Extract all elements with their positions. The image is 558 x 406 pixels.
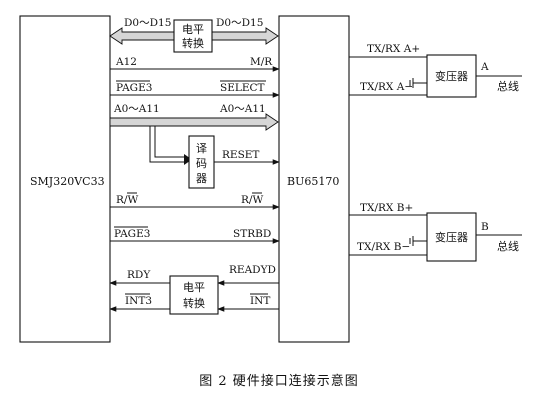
- decoder-char-3: 器: [196, 172, 207, 185]
- txrx-b-neg-label: TX/RX B−: [357, 241, 410, 253]
- data-bus-right-label: D0～D15: [216, 17, 263, 29]
- dsp-chip-label: SMJ320VC33: [30, 175, 105, 188]
- page3-b-label: PAGE3: [114, 228, 150, 240]
- page3-label: PAGE3: [116, 82, 152, 94]
- level-shift-top-line2: 转换: [182, 36, 204, 50]
- rw-right-label: R/W: [241, 194, 263, 206]
- transformer-a-label: 变压器: [435, 69, 468, 83]
- bus-controller-chip: [278, 15, 350, 343]
- rw-left-label: R/W: [116, 194, 138, 206]
- mr-label: M/R: [250, 56, 273, 68]
- level-shift-top-line1: 电平: [182, 23, 204, 36]
- txrx-b-pos-label: TX/RX B+: [360, 202, 413, 214]
- data-bus-left-label: D0～D15: [124, 17, 171, 29]
- address-bus-left-label: A0～A11: [113, 103, 160, 115]
- select-label: SELECT: [220, 82, 265, 94]
- decoder-branch-outer: [149, 126, 184, 163]
- bus-controller-chip-label: BU65170: [287, 175, 339, 188]
- a12-label: A12: [115, 56, 137, 68]
- strbd-label: STRBD: [233, 228, 271, 240]
- decoder-char-2: 码: [196, 157, 207, 170]
- address-bus-arrow: [109, 113, 279, 131]
- level-shift-top-box: [173, 19, 213, 53]
- level-shift-bottom-line1: 电平: [183, 281, 205, 294]
- bus-b-label: 总线: [497, 239, 519, 253]
- port-b-label: B: [481, 221, 489, 233]
- int-label: INT: [250, 295, 270, 307]
- transformer-b-box: [426, 212, 477, 262]
- figure-caption: 图 2 硬件接口连接示意图: [199, 373, 359, 389]
- reset-label: RESET: [222, 149, 259, 161]
- dsp-chip: [19, 15, 111, 343]
- transformer-b-label: 变压器: [435, 230, 468, 244]
- port-a-label: A: [480, 61, 489, 73]
- decoder-branch-inner: [154, 126, 184, 158]
- txrx-a-pos-label: TX/RX A+: [367, 43, 420, 55]
- decoder-char-1: 译: [196, 142, 207, 155]
- int3-label: INT3: [125, 295, 152, 307]
- txrx-a-neg-label: TX/RX A−: [360, 81, 413, 93]
- level-shift-bottom-box: [169, 275, 219, 315]
- rdy-label: RDY: [127, 269, 151, 281]
- bus-a-label: 总线: [497, 79, 519, 93]
- level-shift-bottom-line2: 转换: [183, 296, 205, 310]
- readyd-label: READYD: [229, 264, 276, 276]
- decoder-box: [188, 135, 215, 189]
- decoder-branch-arrowhead: [184, 154, 192, 165]
- address-bus-right-label: A0～A11: [219, 103, 266, 115]
